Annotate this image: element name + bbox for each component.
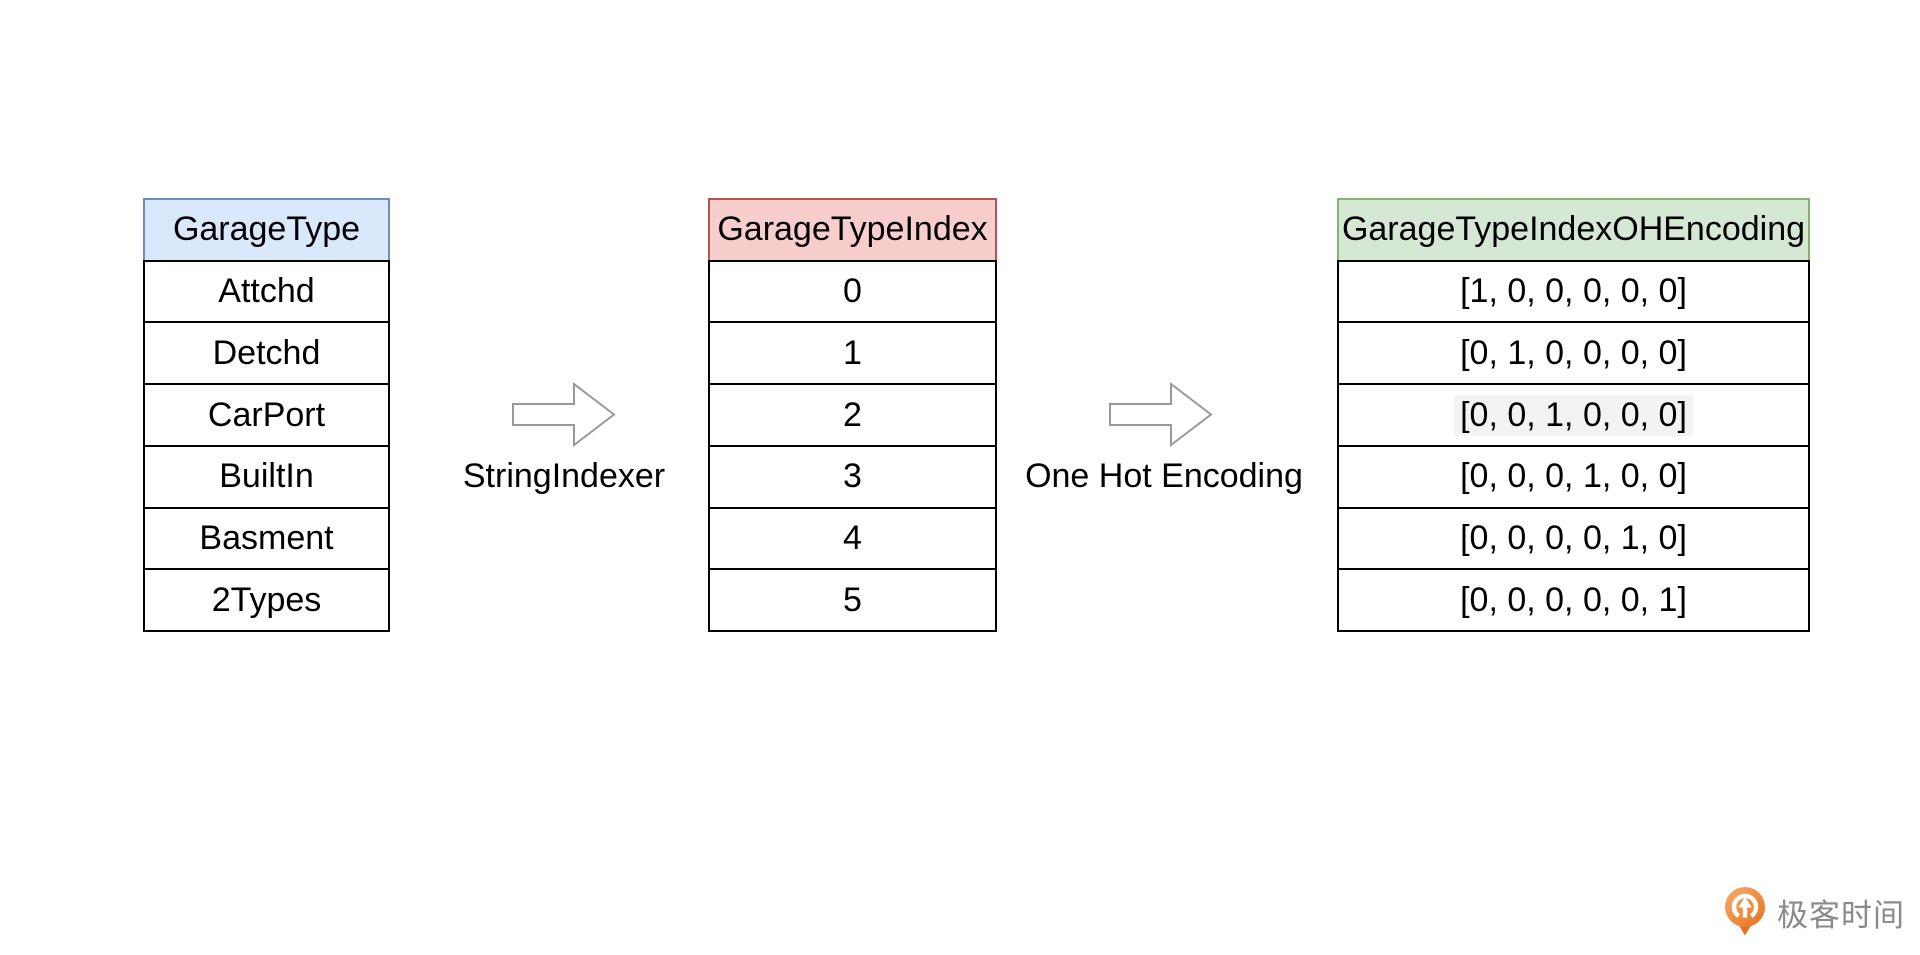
right-arrow-icon [512, 382, 616, 447]
table-cell: 0 [708, 259, 997, 324]
table-cell: 1 [708, 321, 997, 386]
table-cell-value: Attchd [218, 272, 315, 311]
table-header: GarageTypeIndexOHEncoding [1337, 198, 1810, 262]
table-cell: [0, 0, 0, 0, 0, 1] [1337, 568, 1810, 633]
table-cell: [0, 0, 0, 0, 1, 0] [1337, 506, 1810, 571]
string-indexer-label: StringIndexer [462, 457, 666, 495]
table-cell-value: [0, 0, 0, 0, 0, 1] [1460, 580, 1687, 619]
table-cell: Attchd [143, 259, 390, 324]
table-cell: 2Types [143, 568, 390, 633]
table-cell-value: CarPort [207, 395, 326, 434]
table-cell-value: 2Types [211, 580, 322, 619]
table-cell: 2 [708, 383, 997, 447]
table-cell-value: 3 [843, 457, 862, 496]
table-cell: [0, 1, 0, 0, 0, 0] [1337, 321, 1810, 386]
table-cell-value: [1, 0, 0, 0, 0, 0] [1460, 272, 1687, 311]
geektime-logo-text: 极客时间 [1777, 897, 1905, 933]
table-cell-value: 5 [843, 580, 862, 619]
table-cell: CarPort [143, 383, 390, 447]
garage-type-index-table: GarageTypeIndex 0 1 2 3 4 5 [708, 198, 997, 633]
table-cell: Detchd [143, 321, 390, 386]
table-cell-value: Detchd [212, 333, 321, 372]
table-cell: [1, 0, 0, 0, 0, 0] [1337, 259, 1810, 324]
table-cell-value: Basment [199, 518, 334, 557]
table-cell: BuiltIn [143, 444, 390, 509]
right-arrow-icon [1109, 382, 1213, 447]
table-header: GarageType [143, 198, 390, 262]
geektime-pin-icon [1725, 887, 1765, 936]
table-cell: [0, 0, 1, 0, 0, 0] [1337, 383, 1810, 447]
table-cell-value: [0, 0, 0, 0, 1, 0] [1460, 518, 1687, 557]
table-cell: 5 [708, 568, 997, 633]
table-cell-value: [0, 1, 0, 0, 0, 0] [1460, 333, 1687, 372]
table-cell: 3 [708, 444, 997, 509]
table-cell-value: BuiltIn [219, 457, 314, 496]
table-cell-value: 1 [843, 333, 862, 372]
table-cell-value: 4 [843, 518, 862, 557]
geektime-logo: 极客时间 [1722, 886, 1905, 938]
one-hot-encoding-table: GarageTypeIndexOHEncoding [1, 0, 0, 0, 0,… [1337, 198, 1810, 633]
table-header: GarageTypeIndex [708, 198, 997, 262]
table-cell: 4 [708, 506, 997, 571]
table-cell-value: 2 [843, 395, 862, 434]
table-cell-value: [0, 0, 0, 1, 0, 0] [1460, 457, 1687, 496]
table-cell: Basment [143, 506, 390, 571]
table-cell-value: [0, 0, 1, 0, 0, 0] [1454, 394, 1693, 436]
one-hot-encoding-label: One Hot Encoding [1025, 457, 1303, 495]
table-cell: [0, 0, 0, 1, 0, 0] [1337, 444, 1810, 509]
table-cell-value: 0 [843, 272, 862, 311]
